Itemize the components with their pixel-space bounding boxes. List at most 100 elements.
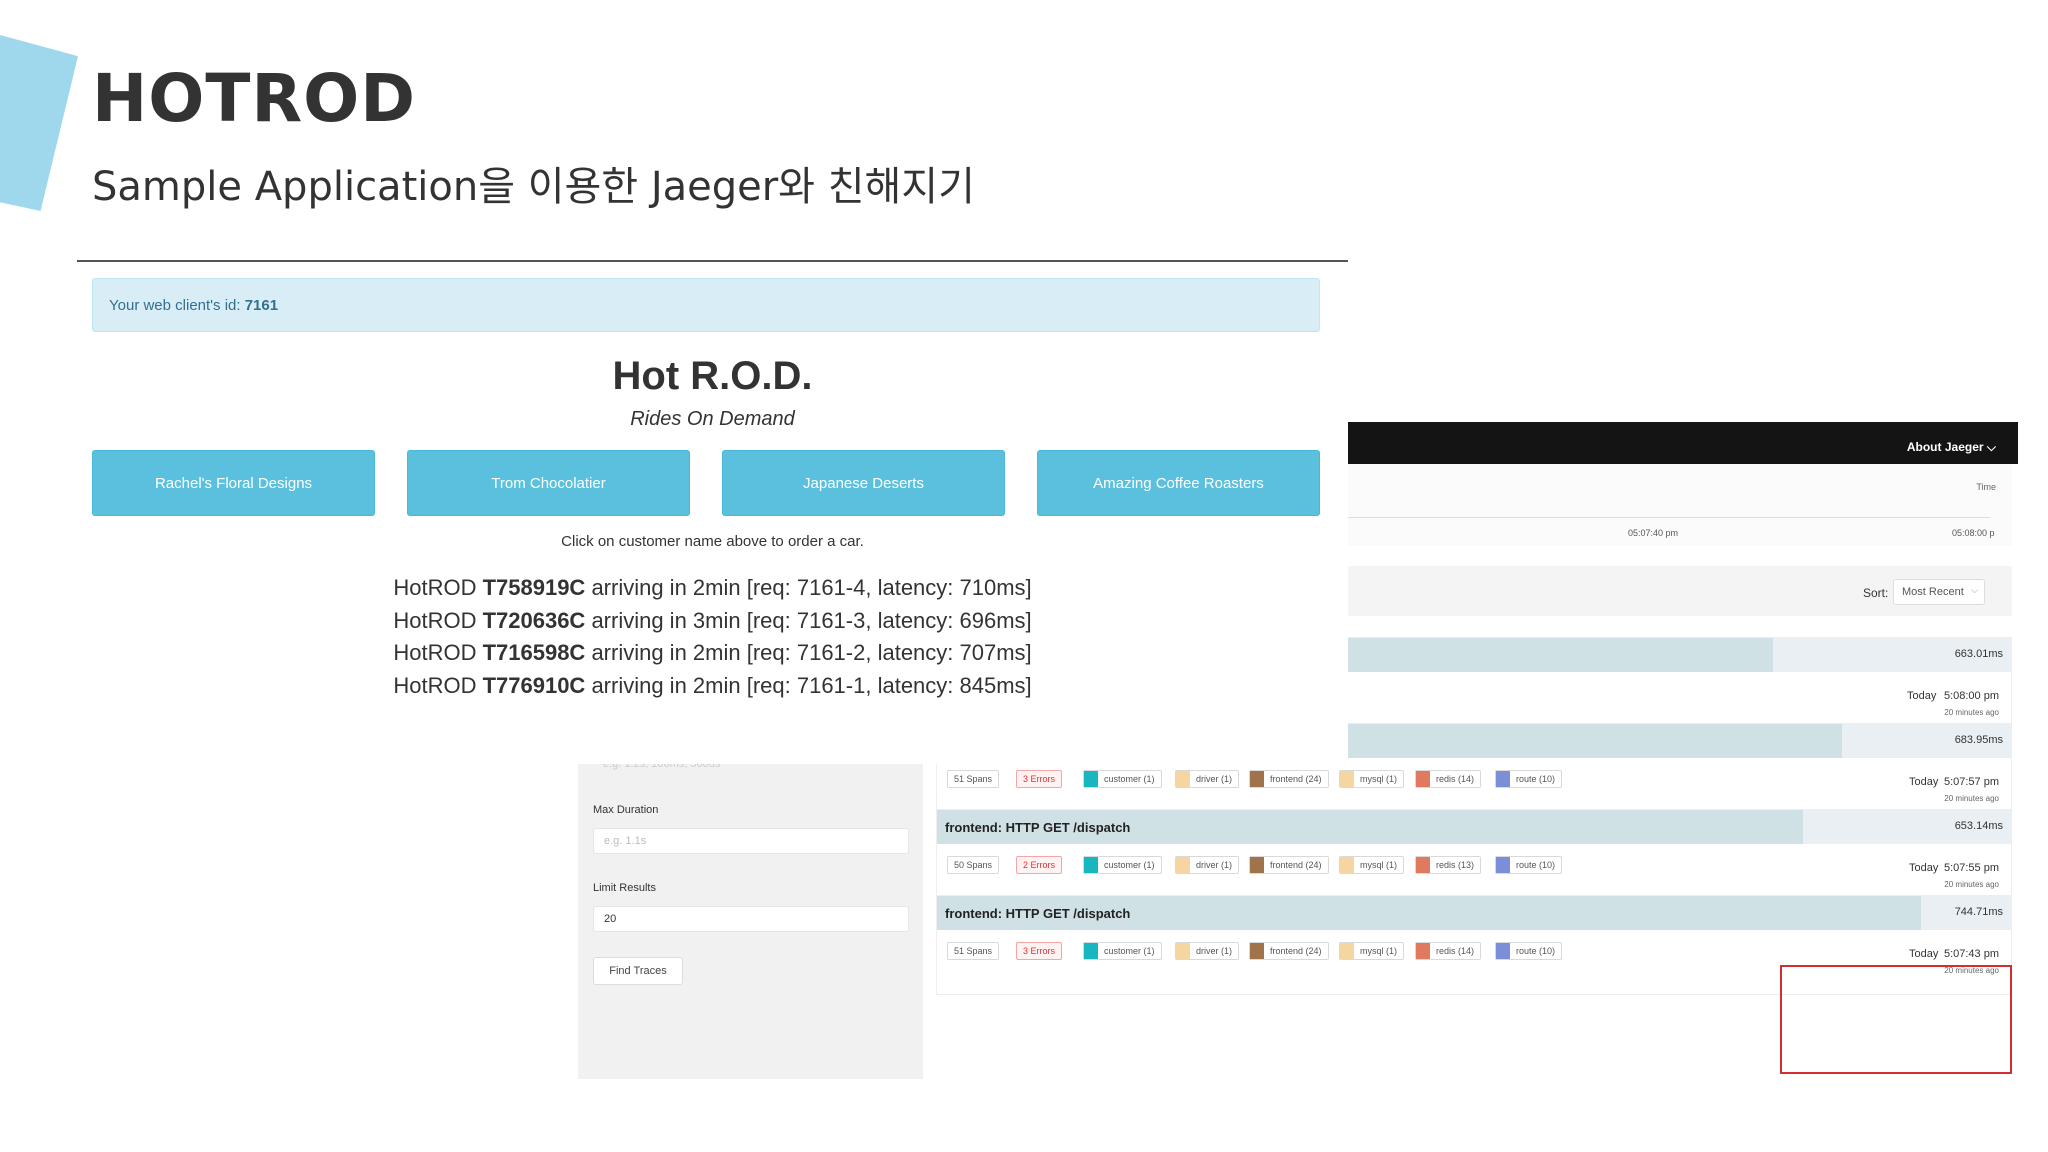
service-color-swatch (1250, 771, 1264, 787)
service-tag-label: customer (1) (1104, 946, 1155, 956)
slide-title: HOTROD (92, 60, 417, 137)
limit-results-label: Limit Results (593, 882, 656, 894)
service-tag-label: redis (14) (1436, 946, 1475, 956)
car-id: T776910C (482, 672, 586, 698)
span-count-badge: 50 Spans (947, 856, 1000, 874)
service-tag-label: route (10) (1516, 946, 1556, 956)
trace-relative-time: 20 minutes ago (1944, 794, 1999, 803)
trace-duration-bar (937, 896, 1921, 930)
service-color-swatch (1496, 857, 1510, 873)
service-color-swatch (1496, 943, 1510, 959)
hotrod-window: Your web client's id: 7161 Hot R.O.D. Ri… (77, 262, 1348, 764)
service-color-swatch (1250, 943, 1264, 959)
service-tag-label: frontend (24) (1270, 774, 1322, 784)
customer-button-amazing-coffee-roasters[interactable]: Amazing Coffee Roasters (1037, 450, 1320, 516)
sort-label: Sort: (1863, 586, 1889, 600)
trace-relative-time: 20 minutes ago (1944, 880, 1999, 889)
customer-button-trom-chocolatier[interactable]: Trom Chocolatier (407, 450, 690, 516)
service-color-swatch (1250, 857, 1264, 873)
chevron-down-icon: ⌵ (1971, 585, 1978, 595)
service-tag: mysql (1) (1339, 856, 1405, 874)
trace-title[interactable]: frontend: HTTP GET /dispatch (945, 906, 1131, 921)
service-color-swatch (1084, 771, 1098, 787)
trace-day: Today (1907, 690, 1937, 702)
trace-start-time: 5:07:43 pm (1943, 948, 1999, 960)
service-color-swatch (1084, 857, 1098, 873)
service-color-swatch (1340, 943, 1354, 959)
service-color-swatch (1084, 943, 1098, 959)
timeline-axis-label: Time (1976, 482, 1996, 492)
ride-status-line: HotROD T758919C arriving in 2min [req: 7… (393, 575, 1032, 600)
trace-relative-time: 20 minutes ago (1944, 708, 1999, 717)
about-jaeger-menu[interactable]: About Jaeger ⌵ (1906, 440, 1996, 454)
click-hint: Click on customer name above to order a … (561, 533, 864, 550)
service-tag-label: redis (13) (1436, 860, 1475, 870)
trace-row[interactable]: frontend: HTTP GET /dispatch 744.71ms 51 S… (936, 895, 2012, 995)
service-tag-label: redis (14) (1436, 774, 1475, 784)
trace-duration: 744.71ms (1954, 906, 2003, 918)
trace-row[interactable]: frontend: HTTP GET /dispatch 653.14ms 50 S… (936, 809, 2012, 909)
customer-button-rachels-floral-designs[interactable]: Rachel's Floral Designs (92, 450, 375, 516)
client-id-prefix: Your web client's id: (109, 297, 245, 314)
trace-start-time: 5:07:55 pm (1943, 862, 1999, 874)
limit-results-input[interactable] (593, 906, 909, 932)
decorative-corner-shape (0, 35, 78, 211)
service-tag: redis (14) (1415, 770, 1482, 788)
car-id: T716598C (482, 640, 586, 665)
trace-header: frontend: HTTP GET /dispatch 744.71ms (937, 896, 2011, 930)
highlight-annotation-box (1780, 965, 2012, 1074)
trace-day: Today (1909, 948, 1939, 960)
app-title: Hot R.O.D. (612, 354, 813, 398)
trace-title[interactable]: frontend: HTTP GET /dispatch (945, 820, 1131, 835)
trace-header: frontend: HTTP GET /dispatch 653.14ms (937, 810, 2011, 844)
chevron-down-icon: ⌵ (1986, 440, 1996, 454)
timeline-tick: 05:07:40 pm (1628, 528, 1679, 538)
service-tag: route (10) (1495, 856, 1563, 874)
service-tag: driver (1) (1175, 856, 1240, 874)
service-tag: frontend (24) (1249, 856, 1329, 874)
service-tag: driver (1) (1175, 942, 1240, 960)
app-tagline: Rides On Demand (630, 408, 795, 430)
error-count-badge: 2 Errors (1016, 856, 1063, 874)
ride-status-line: HotROD T716598C arriving in 2min [req: 7… (393, 640, 1032, 665)
service-tag: customer (1) (1083, 942, 1162, 960)
car-id: T720636C (482, 607, 586, 633)
sort-select[interactable]: Most Recent ⌵ (1893, 579, 1985, 605)
title-divider (77, 260, 1348, 262)
trace-duration: 683.95ms (1954, 734, 2003, 746)
error-count-badge: 3 Errors (1016, 942, 1063, 960)
customer-button-japanese-deserts[interactable]: Japanese Deserts (722, 450, 1005, 516)
service-tag-label: mysql (1) (1360, 774, 1398, 784)
span-count-badge: 51 Spans (947, 942, 1000, 960)
trace-duration: 653.14ms (1954, 820, 2003, 832)
ride-status-list: HotROD T758919C arriving in 2min [req: 7… (77, 572, 1348, 702)
service-color-swatch (1340, 857, 1354, 873)
service-color-swatch (1416, 857, 1430, 873)
service-tag-label: customer (1) (1104, 774, 1155, 784)
max-duration-input[interactable] (593, 828, 909, 854)
trace-start-time: 5:07:57 pm (1943, 776, 1999, 788)
service-color-swatch (1416, 943, 1430, 959)
error-count-badge: 3 Errors (1016, 770, 1063, 788)
car-id: T758919C (482, 575, 586, 600)
service-tag-label: driver (1) (1196, 860, 1233, 870)
find-traces-button[interactable]: Find Traces (593, 957, 683, 985)
service-tag-label: driver (1) (1196, 946, 1233, 956)
service-tag-label: driver (1) (1196, 774, 1233, 784)
service-tag: frontend (24) (1249, 942, 1329, 960)
service-color-swatch (1176, 771, 1190, 787)
service-color-swatch (1496, 771, 1510, 787)
trace-start-time: 5:08:00 pm (1943, 690, 1999, 702)
trace-relative-time: 20 minutes ago (1944, 966, 1999, 975)
service-tag: customer (1) (1083, 770, 1162, 788)
max-duration-label: Max Duration (593, 804, 659, 816)
service-tag: customer (1) (1083, 856, 1162, 874)
trace-day: Today (1909, 862, 1939, 874)
span-count-badge: 51 Spans (947, 770, 1000, 788)
sort-select-value: Most Recent (1902, 586, 1964, 598)
service-tag: mysql (1) (1339, 942, 1405, 960)
service-tag: route (10) (1495, 942, 1563, 960)
service-tag: driver (1) (1175, 770, 1240, 788)
service-color-swatch (1176, 857, 1190, 873)
trace-duration-bar (937, 810, 1803, 844)
